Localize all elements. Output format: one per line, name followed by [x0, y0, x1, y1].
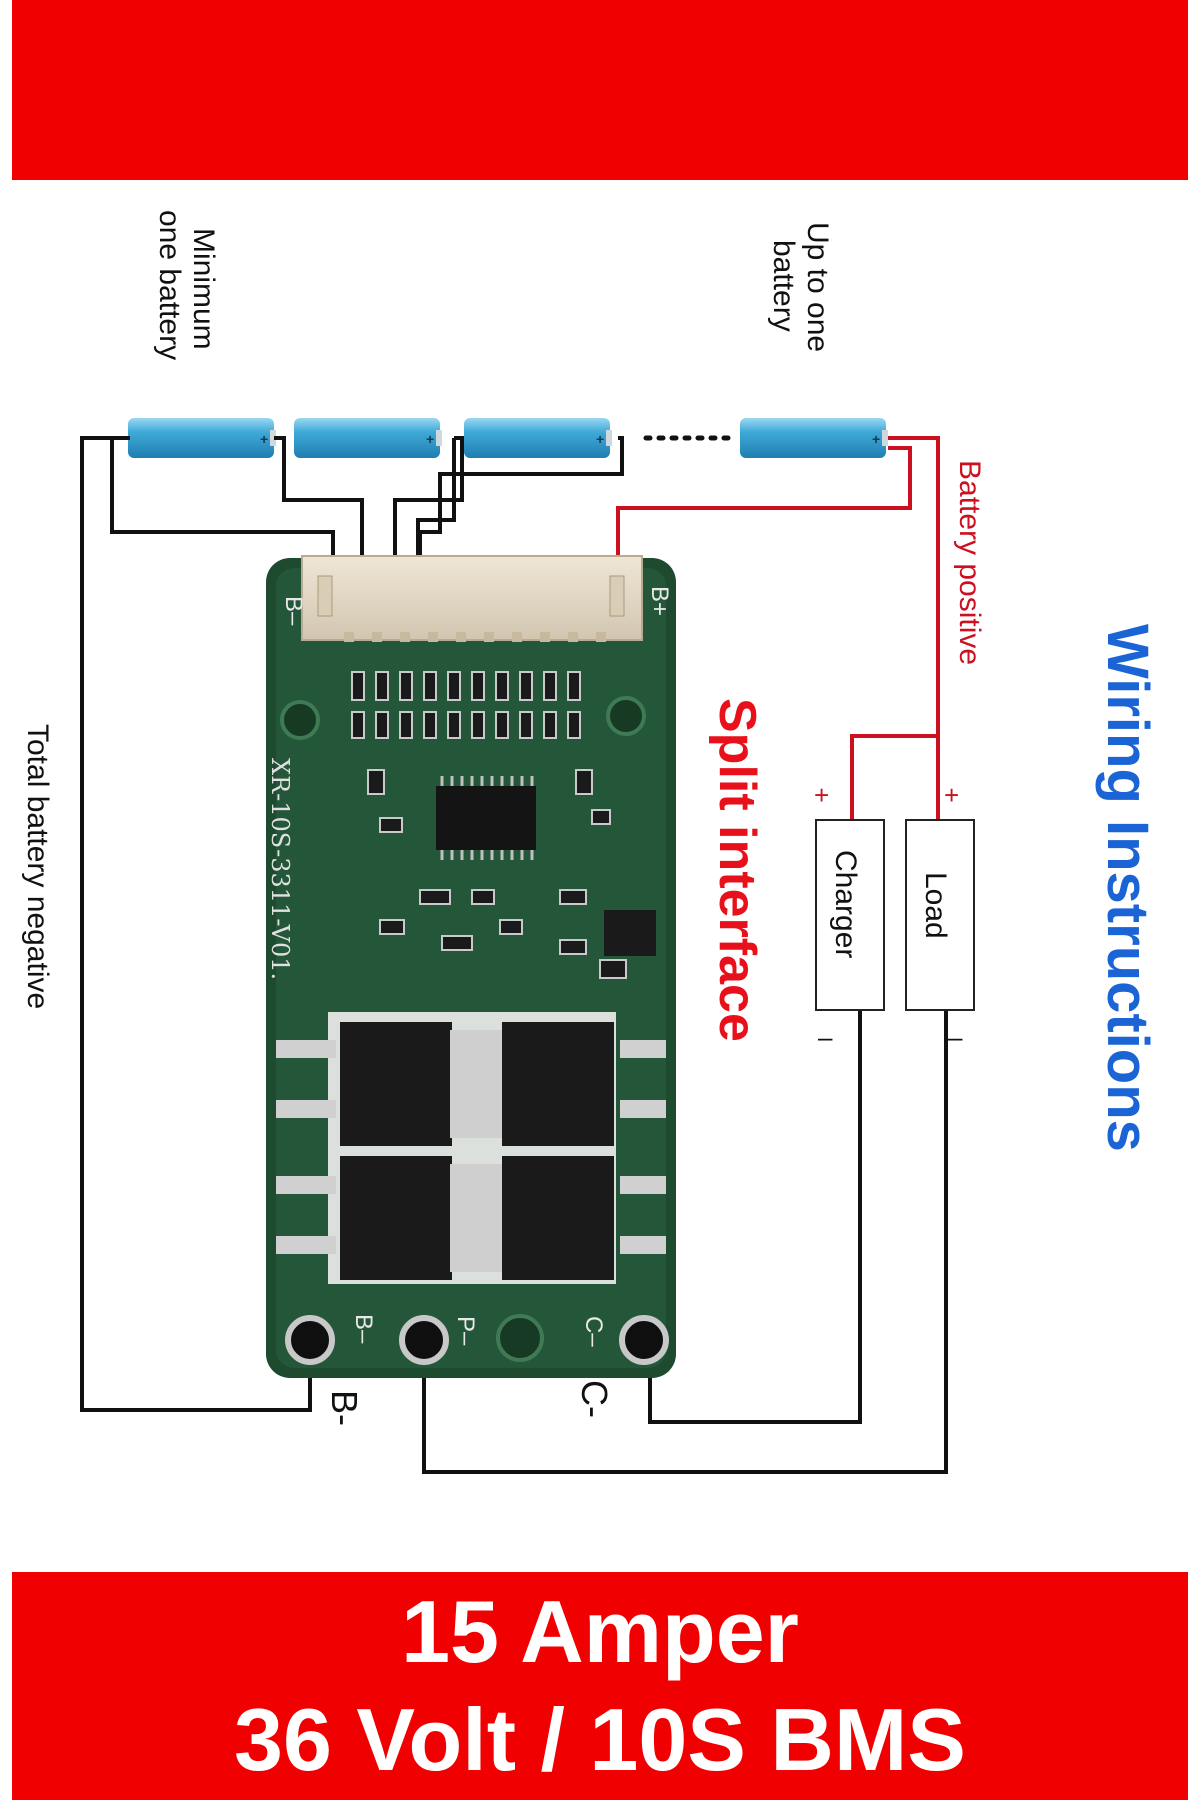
label-minimum-line1: Minimum — [187, 228, 220, 350]
label-c-minus: C- — [574, 1380, 615, 1418]
battery-cell-3: + — [464, 418, 612, 458]
board-label-b-minus-bottom: B– — [350, 1314, 377, 1344]
wiring-diagram: + + + + — [21, 210, 1160, 1474]
mosfet-3 — [340, 1156, 476, 1280]
load-box: Load — [905, 819, 975, 1011]
label-minimum-line2: one battery — [153, 210, 186, 360]
mosfet-4 — [476, 1156, 614, 1280]
charger-label: Charger — [829, 850, 862, 958]
load-plus-sign: + — [944, 780, 959, 810]
bottom-banner: 15 Amper 36 Volt / 10S BMS — [12, 1572, 1188, 1800]
label-upto-line2: battery — [767, 240, 800, 332]
load-minus-sign: – — [948, 1022, 963, 1052]
board-label-c-minus: C– — [580, 1316, 607, 1347]
svg-text:+: + — [596, 431, 604, 447]
pad-p-minus — [399, 1315, 449, 1365]
board-label-b-minus: B– — [280, 596, 307, 626]
board-label-b-plus: B+ — [646, 586, 673, 616]
battery-cell-2: + — [294, 418, 442, 458]
wire-battery-positive — [888, 436, 940, 820]
label-wiring-instructions: Wiring Instructions — [1095, 624, 1160, 1152]
balance-connector — [301, 555, 643, 641]
red-wires — [616, 436, 940, 820]
wire-p-minus-load — [422, 1010, 948, 1474]
label-split-interface: Split interface — [708, 698, 766, 1042]
board-label-p-minus: P– — [452, 1316, 479, 1346]
banner-voltage-config: 36 Volt / 10S BMS — [234, 1690, 966, 1789]
wire-total-negative — [80, 436, 312, 1412]
battery-cell-4: + — [740, 418, 888, 458]
pad-b-minus — [285, 1315, 335, 1365]
load-label: Load — [919, 872, 952, 939]
board-model-text: XR-10S-3311-V01. — [266, 758, 294, 980]
diode-package — [604, 910, 656, 956]
black-wires — [80, 436, 948, 1474]
mosfet-2 — [476, 1022, 614, 1146]
wire-c-minus-charger — [648, 1010, 862, 1424]
pad-c-minus — [619, 1315, 669, 1365]
mosfet-1 — [340, 1022, 476, 1146]
label-battery-positive: Battery positive — [953, 460, 986, 665]
charger-minus-sign: – — [818, 1022, 833, 1052]
battery-cells: + + + + — [128, 418, 888, 458]
terminal-pads — [285, 1315, 669, 1365]
charger-box: Charger — [815, 819, 885, 1011]
svg-text:+: + — [260, 431, 268, 447]
svg-text:+: + — [426, 431, 434, 447]
mosfets — [276, 1022, 666, 1280]
bms-board: B– B+ XR-10S-3311-V01. B– P– C– — [266, 555, 676, 1378]
label-b-minus: B- — [324, 1390, 365, 1426]
charger-plus-sign: + — [814, 780, 829, 810]
label-total-battery-negative: Total battery negative — [21, 724, 54, 1009]
label-upto-line1: Up to one — [801, 222, 834, 352]
top-banner — [12, 0, 1188, 180]
battery-cell-1: + — [128, 418, 276, 458]
svg-text:+: + — [872, 431, 880, 447]
main-ic-chip — [436, 776, 536, 860]
banner-current-rating: 15 Amper — [401, 1582, 799, 1681]
